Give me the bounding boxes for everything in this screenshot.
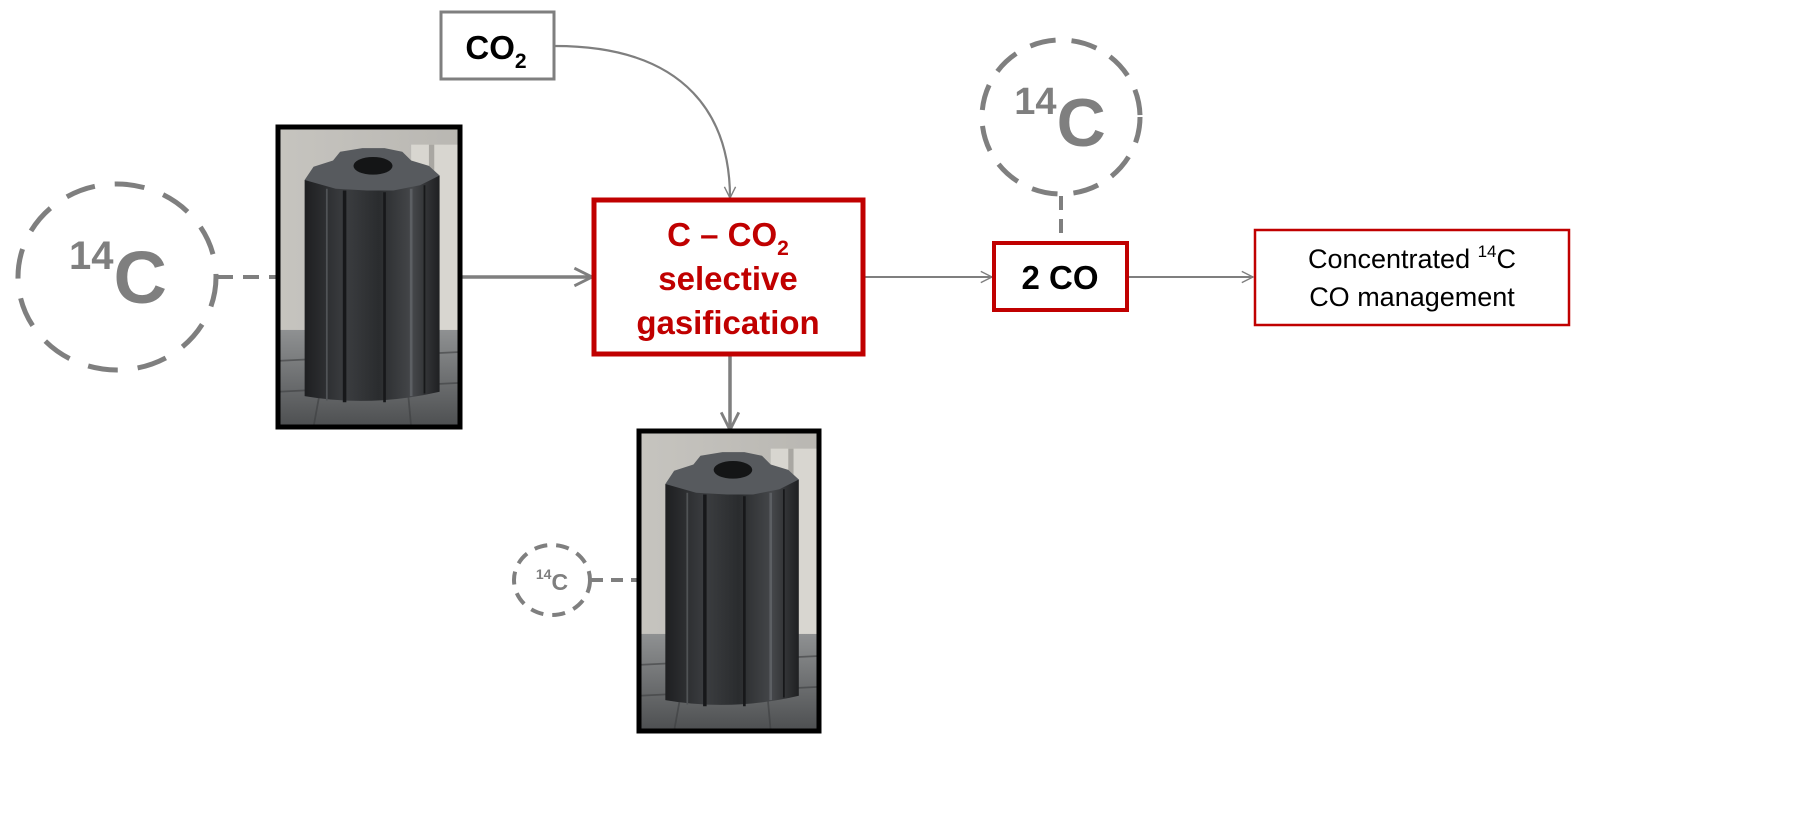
process-title-line2: selective [658,260,797,297]
svg-text:Concentrated 14C: Concentrated 14C [1308,242,1516,274]
isotope-mass-number: 14 [69,234,114,278]
co2-feed-arrow [554,44,730,198]
isotope-mass-number: 14 [536,566,552,582]
graphite-sleeve-photo-residue [636,428,822,734]
co-product-label: 2 CO [1021,259,1098,296]
isotope-marker-large: 14C [15,181,219,373]
gasification-process-box: C – CO2 selective gasification [591,197,866,357]
process-title-line1: C – CO [667,216,777,253]
svg-text:CO2: CO2 [465,29,526,73]
co2-label: CO [465,29,515,66]
isotope-marker-small: 14C [512,543,592,617]
output-isotope-superscript: 14 [1478,242,1497,261]
isotope-symbol: C [1057,85,1106,161]
isotope-symbol: C [551,569,568,595]
co-product-box: 2 CO [992,241,1129,312]
process-title-line3: gasification [636,304,819,341]
svg-text:14C: 14C [536,566,568,595]
co2-input-box: CO2 [439,10,556,81]
svg-text:14C: 14C [1014,81,1105,161]
graphite-sleeve-photo-input [275,124,463,430]
co-management-box: Concentrated 14C CO management [1253,228,1571,327]
svg-text:14C: 14C [69,234,167,319]
svg-text:C – CO2: C – CO2 [667,216,789,260]
isotope-mass-number: 14 [1014,81,1056,123]
isotope-symbol: C [114,236,167,319]
co2-subscript: 2 [515,50,527,73]
output-line1-text: Concentrated [1308,244,1478,274]
process-title-subscript: 2 [777,237,789,260]
isotope-marker-top: 14C [979,37,1143,197]
output-line2: CO management [1309,282,1515,312]
output-isotope-symbol: C [1497,244,1517,274]
